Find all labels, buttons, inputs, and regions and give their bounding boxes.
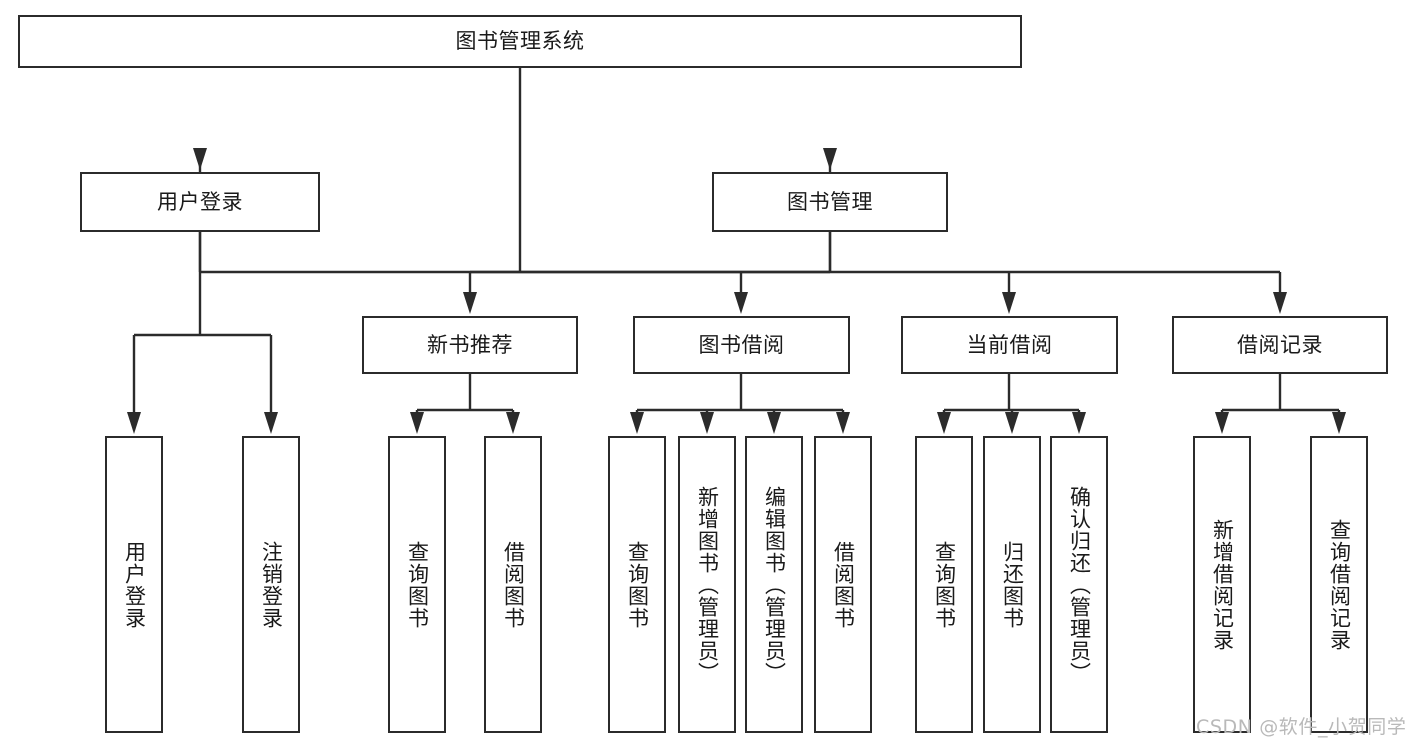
node-leaf-rec-query[interactable]: 查询图书	[388, 436, 446, 733]
connector-arrowhead-c-newrec-0	[410, 412, 424, 434]
node-label: 借阅记录	[1237, 332, 1323, 357]
node-leaf-cur-return[interactable]: 归还图书	[983, 436, 1041, 733]
node-leaf-user-login[interactable]: 用户登录	[105, 436, 163, 733]
connector-arrowhead-c-root-0	[193, 148, 207, 170]
node-leaf-cur-confirm[interactable]: 确认归还（管理员）	[1050, 436, 1108, 733]
node-label: 新书推荐	[427, 332, 513, 357]
node-label: 借阅图书	[831, 540, 856, 629]
node-root[interactable]: 图书管理系统	[18, 15, 1022, 68]
node-leaf-rec-add[interactable]: 新增借阅记录	[1193, 436, 1251, 733]
connector-arrowhead-c-newrec-1	[506, 412, 520, 434]
node-label: 新增图书（管理员）	[695, 485, 720, 684]
connector-arrowhead-c-book-0	[463, 292, 477, 314]
node-leaf-rec-query2[interactable]: 查询借阅记录	[1310, 436, 1368, 733]
node-leaf-borrow-lend[interactable]: 借阅图书	[814, 436, 872, 733]
connector-arrowhead-c-borrow-0	[630, 412, 644, 434]
node-label: 当前借阅	[966, 332, 1053, 357]
node-label: 注销登录	[259, 540, 284, 629]
node-label: 借阅图书	[501, 540, 526, 629]
node-label: 查询图书	[932, 540, 957, 629]
watermark: CSDN @软件_小贺同学	[1196, 716, 1405, 738]
node-label: 确认归还（管理员）	[1067, 485, 1092, 684]
connector-arrowhead-c-user-0	[127, 412, 141, 434]
node-new-book-rec[interactable]: 新书推荐	[362, 316, 578, 374]
connector-arrowhead-c-user-1	[264, 412, 278, 434]
connector-arrowhead-c-borrow-2	[767, 412, 781, 434]
connector-arrowhead-c-borrow-3	[836, 412, 850, 434]
connector-arrowhead-c-record-1	[1332, 412, 1346, 434]
connector-arrowhead-c-book-3	[1273, 292, 1287, 314]
node-current-borrow[interactable]: 当前借阅	[901, 316, 1118, 374]
node-leaf-borrow-add[interactable]: 新增图书（管理员）	[678, 436, 736, 733]
connector-arrowhead-c-root-1	[823, 148, 837, 170]
node-label: 图书管理	[787, 189, 873, 214]
connector-arrowhead-c-current-2	[1072, 412, 1086, 434]
connector-arrowhead-c-record-0	[1215, 412, 1229, 434]
node-label: 查询图书	[405, 540, 430, 629]
connector-arrowhead-c-current-1	[1005, 412, 1019, 434]
node-book-borrow[interactable]: 图书借阅	[633, 316, 850, 374]
node-user-login[interactable]: 用户登录	[80, 172, 320, 232]
connector-arrowhead-c-current-0	[937, 412, 951, 434]
node-leaf-rec-borrow[interactable]: 借阅图书	[484, 436, 542, 733]
connector-arrowhead-c-book-1	[734, 292, 748, 314]
node-label: 新增借阅记录	[1210, 518, 1235, 651]
node-borrow-record[interactable]: 借阅记录	[1172, 316, 1388, 374]
node-label: 查询图书	[625, 540, 650, 629]
node-leaf-cur-query[interactable]: 查询图书	[915, 436, 973, 733]
node-label: 查询借阅记录	[1327, 518, 1352, 651]
node-book-manage[interactable]: 图书管理	[712, 172, 948, 232]
node-label: 图书借阅	[698, 332, 785, 357]
node-label: 归还图书	[1000, 540, 1025, 629]
node-leaf-borrow-edit[interactable]: 编辑图书（管理员）	[745, 436, 803, 733]
connector-arrowhead-c-borrow-1	[700, 412, 714, 434]
node-label: 用户登录	[157, 189, 243, 214]
node-leaf-borrow-query[interactable]: 查询图书	[608, 436, 666, 733]
node-label: 图书管理系统	[455, 29, 585, 54]
node-label: 用户登录	[122, 540, 147, 629]
connector-arrowhead-c-book-2	[1002, 292, 1016, 314]
node-label: 编辑图书（管理员）	[762, 485, 787, 684]
node-leaf-user-logout[interactable]: 注销登录	[242, 436, 300, 733]
